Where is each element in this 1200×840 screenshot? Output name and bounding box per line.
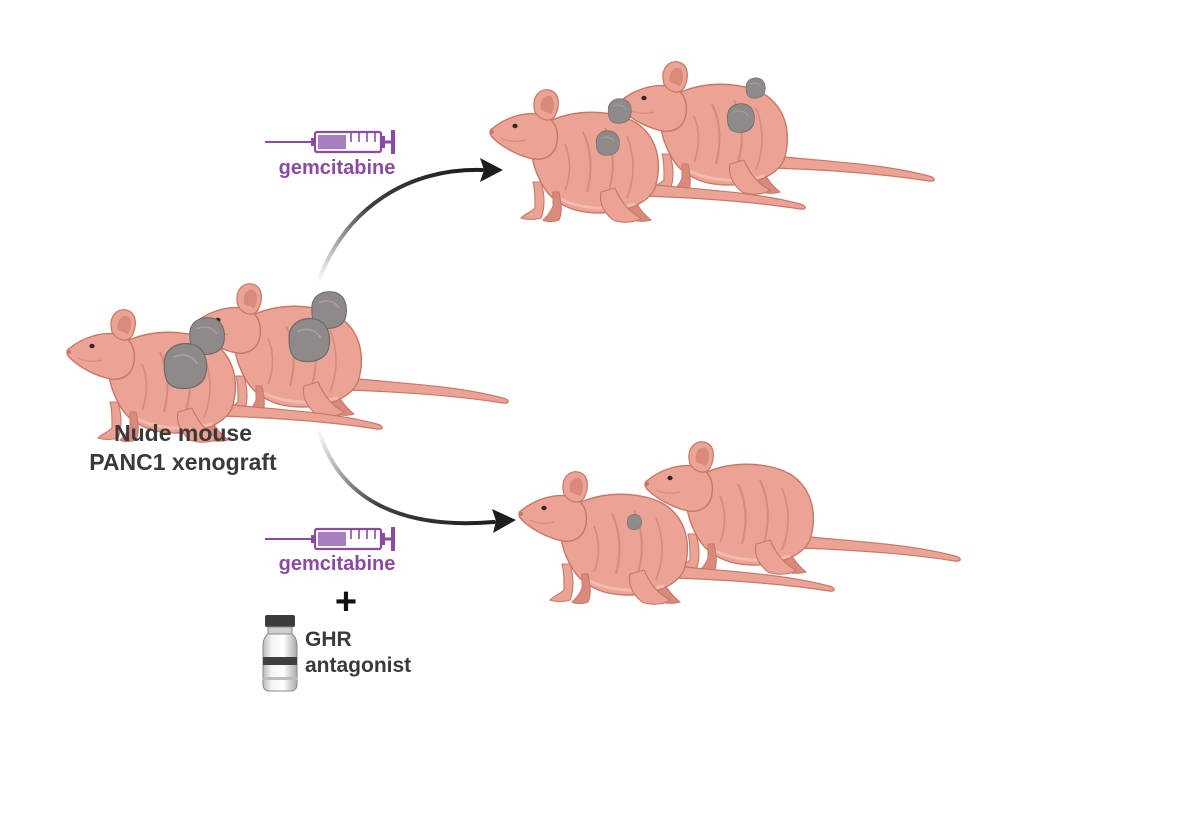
arrow-head-bottom [492,509,516,533]
syringe-icon [263,525,397,553]
tumor-icon [607,98,632,124]
nude-mouse-icon [643,440,962,576]
tumor-icon [745,77,766,99]
plus-icon: + [335,581,357,623]
syringe-icon [263,128,397,156]
source-mouse-group [65,282,510,444]
tumor-icon [726,103,755,133]
antagonist-label-line2: antagonist [305,654,411,677]
vial-icon [262,615,298,692]
tumor-icon [288,317,331,363]
bottom-drug-label: gemcitabine [279,553,396,575]
tumor-icon [163,342,208,390]
top-drug-label: gemcitabine [279,157,396,179]
arrow-to-bottom-group [316,426,496,526]
arrow-to-top-group [316,167,484,284]
nude-mouse-icon [617,60,936,196]
tumor-icon [595,130,620,156]
source-label-line2: PANC1 xenograft [89,449,277,475]
top-mouse-group [488,60,936,224]
source-label-line1: Nude mouse [114,420,252,446]
tumor-icon [626,513,643,531]
bottom-mouse-group [517,440,962,606]
arrow-head-top [480,158,503,182]
nude-mouse-icon [191,282,510,418]
antagonist-label-line1: GHR [305,628,352,651]
